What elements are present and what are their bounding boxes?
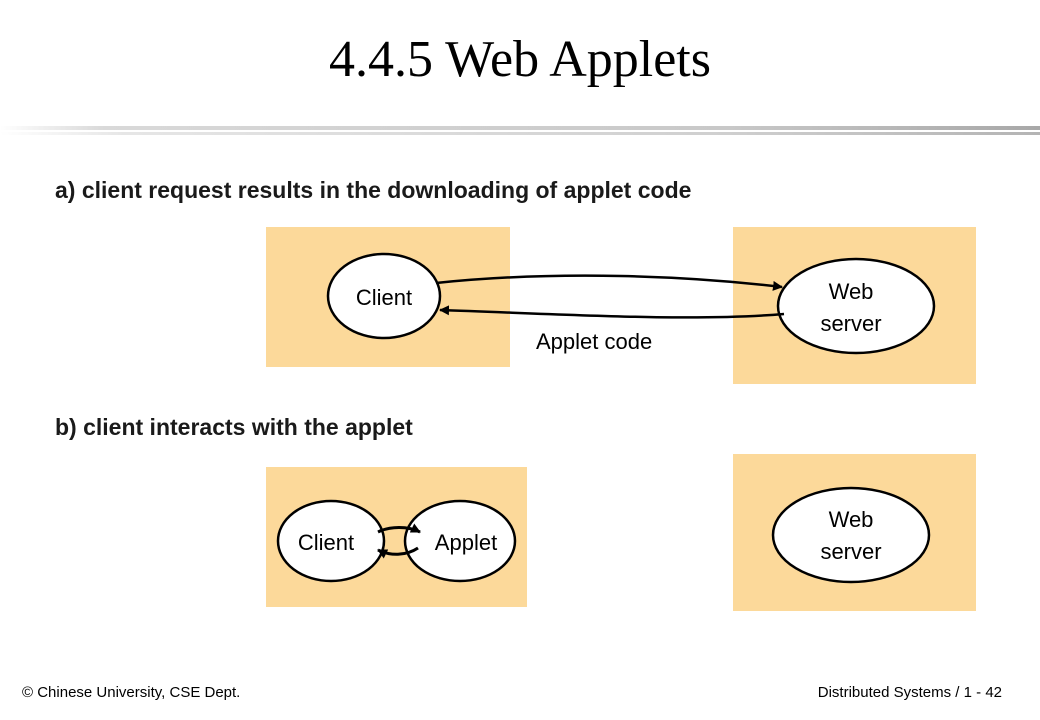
server-label-a-line1: Web bbox=[829, 279, 874, 304]
applet-code-arrow bbox=[439, 305, 785, 319]
applet-to-client-arrow bbox=[377, 546, 419, 559]
client-label-a: Client bbox=[356, 285, 412, 310]
footer-copyright: © Chinese University, CSE Dept. bbox=[22, 684, 241, 701]
server-label-b-line1: Web bbox=[829, 507, 874, 532]
request-arrow bbox=[435, 274, 783, 291]
client-node-b bbox=[276, 499, 386, 583]
divider-line-bottom bbox=[0, 132, 1040, 135]
server-node-a bbox=[776, 257, 936, 355]
server-node-b bbox=[771, 486, 931, 584]
client-node-a bbox=[326, 252, 442, 340]
client-to-applet-arrow bbox=[377, 523, 421, 534]
footer-page-number: Distributed Systems / 1 - 42 bbox=[817, 684, 1002, 701]
client-label-b: Client bbox=[298, 530, 354, 555]
caption-part-b: b) client interacts with the applet bbox=[55, 414, 413, 440]
slide-title: 4.4.5 Web Applets bbox=[329, 31, 711, 88]
title-divider bbox=[0, 120, 1040, 140]
server-label-a-line2: server bbox=[820, 311, 881, 336]
caption-part-a: a) client request results in the downloa… bbox=[55, 177, 691, 203]
server-label-b-line2: server bbox=[820, 539, 881, 564]
applet-code-label: Applet code bbox=[536, 329, 652, 354]
applet-node-b bbox=[403, 499, 517, 583]
applet-label-b: Applet bbox=[435, 530, 497, 555]
divider-line-top bbox=[0, 126, 1040, 130]
